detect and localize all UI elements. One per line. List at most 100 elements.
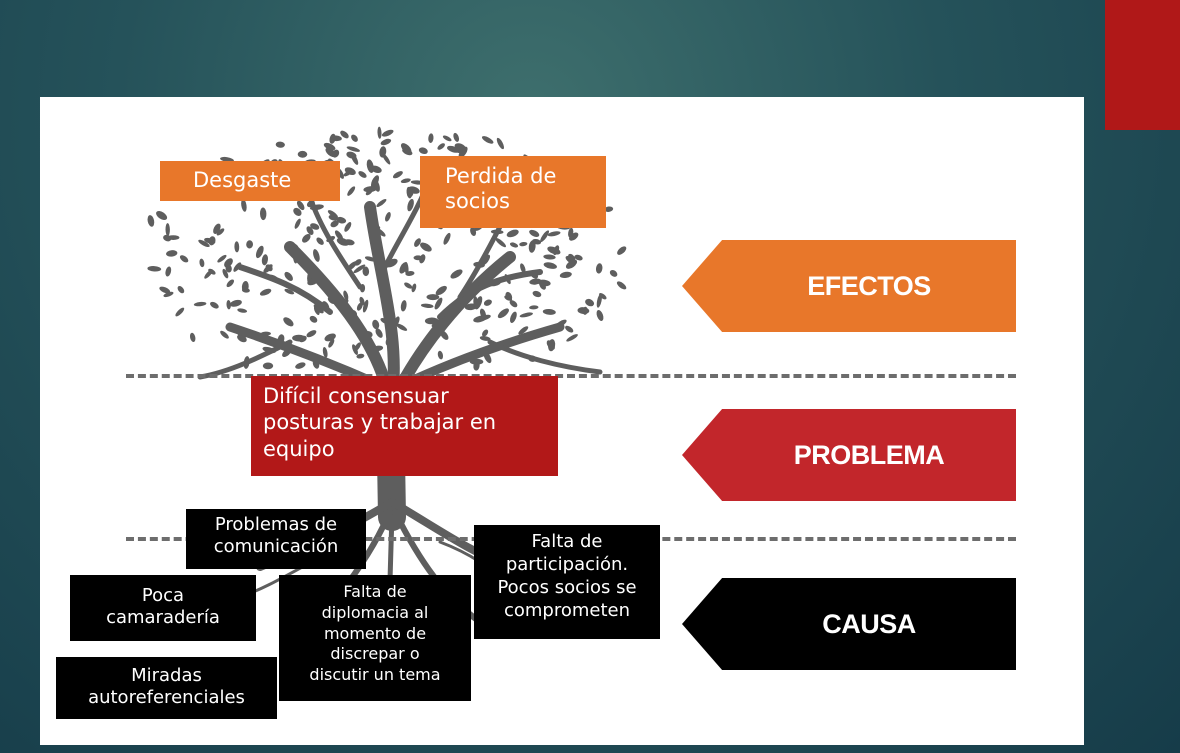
tree-leaf <box>442 135 452 142</box>
tree-leaf <box>495 238 507 248</box>
tree-leaf <box>362 266 370 277</box>
tree-leaf <box>420 242 432 252</box>
tree-leaf <box>330 135 342 142</box>
tree-leaf <box>284 271 293 281</box>
tree-leaf <box>283 317 294 327</box>
tree-leaf <box>293 207 302 216</box>
tree-leaf <box>546 340 555 350</box>
tree-leaf <box>147 215 155 227</box>
tree-leaf <box>542 308 556 315</box>
tree-leaf <box>453 132 460 142</box>
tree-leaf <box>237 308 248 313</box>
tree-leaf <box>454 143 466 151</box>
tree-leaf <box>596 310 604 321</box>
tree-leaf <box>306 330 317 338</box>
tree-leaf <box>424 317 439 325</box>
tree-leaf <box>395 323 408 331</box>
problem-tree-panel: EFECTOS PROBLEMA CAUSA Desgaste Perdida … <box>40 97 1084 745</box>
tree-leaf <box>469 358 484 365</box>
tree-leaf <box>210 301 219 309</box>
tree-leaf <box>519 241 528 247</box>
tree-leaf <box>310 223 320 230</box>
tree-leaf <box>259 207 267 221</box>
problem-box: Difícil consensuar posturas y trabajar e… <box>251 376 558 476</box>
tree-leaf <box>595 263 603 274</box>
tree-leaf <box>381 129 394 137</box>
cause-box-participacion: Falta de participación. Pocos socios se … <box>474 525 660 639</box>
tree-leaf <box>532 290 542 298</box>
tree-leaf <box>404 282 413 289</box>
tree-leaf <box>479 308 487 319</box>
tree-leaf <box>344 222 352 232</box>
tree-leaf <box>159 286 171 294</box>
tree-leaf <box>306 226 314 235</box>
tree-leaf <box>165 223 170 237</box>
tree-leaf <box>322 346 328 358</box>
tree-leaf <box>220 330 229 339</box>
tree-leaf <box>565 259 578 269</box>
tree-leaf <box>505 291 513 301</box>
tree-leaf <box>574 254 583 261</box>
tree-leaf <box>222 268 229 279</box>
tree-leaf <box>479 336 491 341</box>
tree-leaf <box>193 301 207 307</box>
tree-leaf <box>156 210 168 221</box>
tree-leaf <box>529 305 539 310</box>
tree-leaf <box>474 296 483 310</box>
tree-leaf <box>346 151 357 159</box>
tree-leaf <box>336 216 347 224</box>
tree-leaf <box>323 142 336 151</box>
tree-leaf <box>365 188 373 196</box>
tree-leaf <box>443 232 451 245</box>
tree-leaf <box>262 362 274 370</box>
tree-leaf <box>343 239 355 246</box>
tree-leaf <box>404 261 409 275</box>
tree-leaf <box>246 240 254 249</box>
tree-leaf <box>428 133 434 143</box>
tree-leaf <box>518 326 529 335</box>
tree-leaf <box>414 238 421 247</box>
tree-leaf <box>437 350 444 360</box>
tree-leaf <box>596 294 602 308</box>
tree-leaf <box>509 242 519 248</box>
cause-label-arrow: CAUSA <box>682 578 1016 670</box>
tree-leaf <box>313 304 324 314</box>
tree-leaf <box>372 319 380 330</box>
tree-leaf <box>358 171 367 178</box>
tree-leaf <box>520 263 526 274</box>
cause-label: CAUSA <box>822 608 916 639</box>
cause-box-autoreferenciales: Miradas autoreferenciales <box>56 657 277 719</box>
tree-leaf <box>376 198 387 208</box>
tree-leaf <box>540 230 550 243</box>
tree-leaf <box>226 300 231 310</box>
tree-leaf <box>241 287 250 293</box>
tree-leaf <box>406 188 414 198</box>
tree-leaf <box>167 235 180 241</box>
tree-leaf <box>199 258 205 268</box>
tree-leaf <box>405 271 415 276</box>
tree-leaf <box>565 325 574 333</box>
tree-leaf <box>385 212 391 222</box>
tree-leaf <box>506 229 519 238</box>
tree-leaf <box>294 218 301 229</box>
tree-leaf <box>420 303 434 308</box>
tree-leaf <box>344 167 356 176</box>
tree-leaf <box>340 130 349 139</box>
problem-label: PROBLEMA <box>793 439 945 470</box>
tree-leaf <box>217 254 227 263</box>
effect-box-perdida-socios: Perdida de socios <box>420 156 606 228</box>
tree-leaf <box>529 229 540 237</box>
tree-leaf <box>585 298 595 307</box>
tree-leaf <box>292 334 306 342</box>
tree-leaf <box>327 210 338 219</box>
corner-accent-tab <box>1105 0 1180 130</box>
tree-leaf <box>224 258 233 268</box>
tree-leaf <box>402 148 413 156</box>
tree-leaf <box>496 137 504 150</box>
tree-leaf <box>407 198 414 212</box>
effect-box-desgaste: Desgaste <box>160 161 340 201</box>
tree-leaf <box>208 236 216 246</box>
tree-leaf <box>255 245 264 259</box>
tree-leaf <box>543 254 556 260</box>
tree-leaf <box>372 178 380 192</box>
